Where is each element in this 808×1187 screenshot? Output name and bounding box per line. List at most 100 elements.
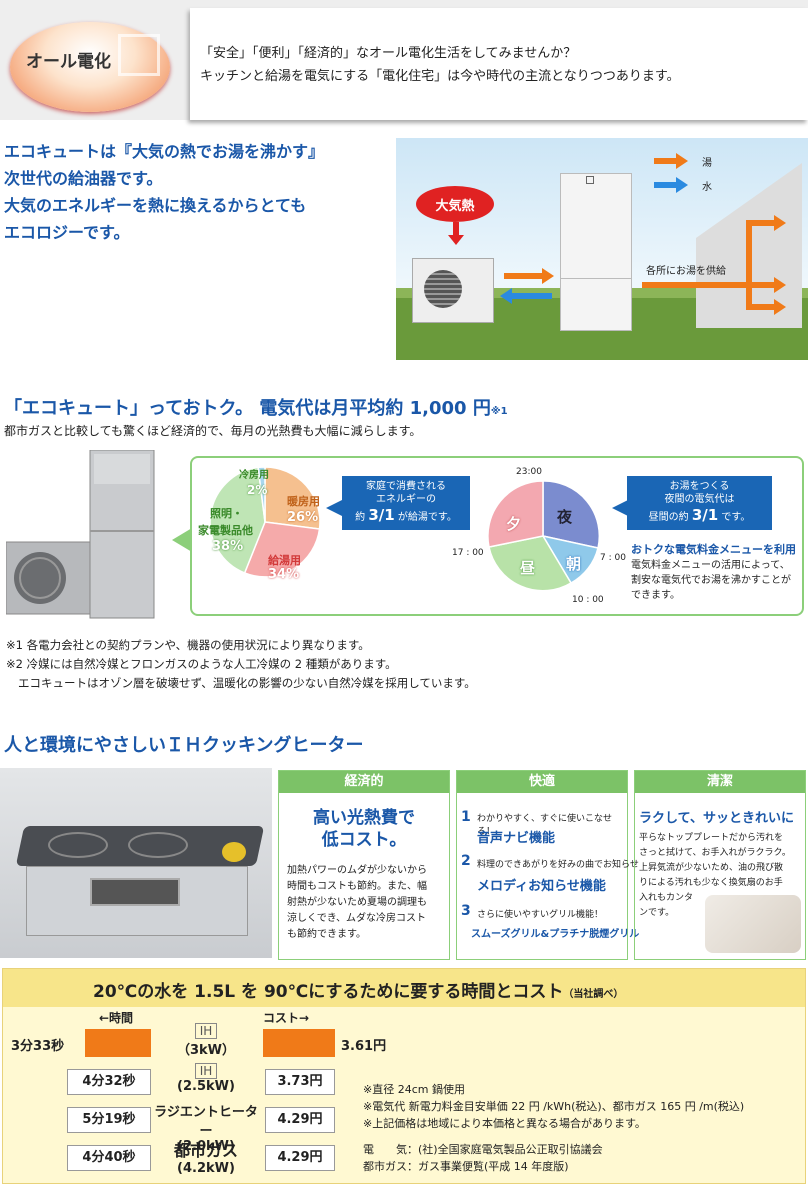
comfort-big-2: メロディお知らせ機能 [477,879,606,894]
row2-time: 4分32秒 [67,1069,151,1095]
box1-prefix: 約 [355,512,366,523]
cost-title-bar [3,969,805,1007]
clean-body-1: 平らなトッププレートだから汚れを [639,833,784,843]
comfort-num-1: 1 [461,809,471,825]
clock-label-0700: 7 : 00 [600,553,626,563]
pie-slice-heating [264,466,321,530]
row2-device-name: IH [194,1063,218,1079]
pie-pct-heating: 26% [287,510,319,525]
savings-title-text: 「エコキュート」っておトク。 電気代は月平均約 1,000 円 [4,398,491,419]
box2-prefix: 昼間の約 [648,512,689,523]
row3-device: ラジエントヒーター (2.0kW) [149,1101,263,1154]
box1-line-1: 家庭で消費される [366,481,446,492]
box2-line-2: 夜間の電気代は [664,494,735,505]
header-line-2: キッチンと給湯を電気にする「電化住宅」は今や時代の主流となりつつあります。 [200,69,680,84]
cost-title-text: 20℃の水を 1.5L を 90℃にするために要する時間とコスト [93,982,564,1002]
box2-line-1: お湯をつくる [669,481,730,492]
ih-feature-economy: 経済的 高い光熱費で 低コスト。 加熱パワーのムダが少ないから 時間もコストも節… [278,770,450,960]
tank-indicator-icon [586,176,594,184]
cost-note-2: ※電気代 新電力料金目安単価 22 円 /kWh(税込)、都市ガス 165 円 … [363,1100,745,1113]
box2-suffix: です。 [721,512,751,523]
supply-arrow-head-2-icon [774,277,786,293]
row1-time-bar [85,1029,151,1057]
pie-pct-hotwater: 34% [268,567,300,582]
cost-title-note: （当社調べ） [563,989,624,1000]
cost-title: 20℃の水を 1.5L を 90℃にするために要する時間とコスト（当社調べ） [93,977,623,1002]
box2-fraction: 3/1 [691,506,719,524]
clock-label-2300: 23:00 [516,467,542,477]
pie-slice-lighting [209,466,266,574]
savings-info-panel [172,456,804,616]
pie-label-cooling: 冷房用 [239,470,269,481]
clock-label-1700: 17 : 00 [452,548,484,558]
eco-line-1: エコキュートは『大気の熱でお湯を沸かす』 [4,142,325,161]
clean-body: 平らなトッププレートだから汚れを さっと拭けて、お手入れがラクラク。 上昇気流が… [639,831,791,921]
blue-pipe-arrow [512,293,552,299]
pie-slice-cooling [257,466,266,523]
footnote-1: ※1 各電力会社との契約プランや、機器の使用状況により異なります。 [6,638,370,652]
supply-pipe [642,282,776,288]
ecocute-product-photo [6,450,155,619]
row1-cost: 3.61円 [341,1039,387,1054]
legend-hot-arrow-head-icon [676,153,688,169]
legend-hot-label: 湯 [702,158,712,169]
eco-line-2: 次世代の給油器です。 [4,169,163,188]
supply-riser [746,220,752,308]
comfort-big-3: スムーズグリル&プラチナ脱煙グリル [471,929,640,940]
atmospheric-heat-bubble: 大気熱 [416,186,494,222]
clean-headline: ラクして、サッときれいに [639,811,794,826]
pie-label-lighting-2: 家電製品他 [198,524,253,537]
heat-arrow-shaft [453,222,459,236]
supply-arrow-head-1-icon [774,215,786,231]
badge-label: オール電化 [26,52,111,72]
grill-window [90,878,180,906]
comfort-small-3: さらに使いやすいグリル機能！ [477,910,604,920]
row1-device-power: （3kW） [176,1043,236,1058]
box2-line-3: 昼間の約 3/1 です。 [633,506,766,526]
comfort-num-2: 2 [461,853,471,869]
economy-body-2: 時間もコストも節約。また、幅 [287,881,427,892]
ih-feature-clean: 清潔 ラクして、サッときれいに 平らなトッププレートだから汚れを さっと拭けて、… [634,770,806,960]
box1-pointer [326,500,342,516]
pie-pct-cooling: 2% [247,483,268,497]
rate-menu-body: 電気料金メニューの活用によって、 割安な電気代でお湯を沸かすことが できます。 [631,558,791,603]
comfort-small-1: わかりやすく、すぐに使いこなせる！ [477,814,613,837]
pie-label-heating: 暖房用 [287,495,320,508]
pie-slice-hotwater [243,521,321,578]
box1-line-3: 約 3/1 が給湯です。 [348,506,464,526]
cost-comparison-panel: 20℃の水を 1.5L を 90℃にするために要する時間とコスト（当社調べ） ←… [2,968,806,1184]
clock-evening-label: 夕 [506,515,522,533]
cost-axis-label: コスト→ [263,1011,310,1025]
ih-section-title: 人と環境にやさしいＩＨクッキングヒーター [4,735,364,756]
comfort-num-3: 3 [461,903,471,919]
energy-usage-pie-chart [209,466,321,578]
box1-fraction: 3/1 [368,506,395,524]
supply-label: 各所にお湯を供給 [646,266,726,277]
clock-day-label: 昼 [520,559,536,577]
cost-source-2: 都市ガス：ガス事業便覧(平成 14 年度版) [363,1160,569,1173]
row4-device-power: (4.2kW) [177,1161,235,1176]
wiping-hand-photo [705,895,801,953]
row3-device-power: (2.0kW) [177,1139,235,1154]
row4-device: 都市ガス (4.2kW) [161,1137,251,1176]
row1-device-name: IH [194,1023,218,1039]
heat-arrow-head-icon [448,235,464,245]
pie-label-hotwater: 給湯用 [268,554,301,567]
cost-source-1: 電 気：(社)全国家庭電気製品公正取引協議会 [363,1143,603,1156]
row4-device-name: 都市ガス [173,1141,238,1160]
clean-body-6: ンです。 [639,908,675,918]
rate-menu-line-1: 電気料金メニューの活用によって、 [631,560,790,571]
clock-slice-evening [487,480,544,548]
supply-branch-bottom [746,304,776,310]
row4-time: 4分40秒 [67,1145,151,1171]
tank-divider [560,278,632,279]
row2-device-power: (2.5kW) [177,1079,235,1094]
time-axis-label: ←時間 [99,1011,134,1025]
footnote-2: ※2 冷媒には自然冷媒とフロンガスのような人工冷媒の 2 種類があります。 [6,657,397,671]
row3-cost: 4.29円 [265,1107,335,1133]
night-rate-box: お湯をつくる 夜間の電気代は 昼間の約 3/1 です。 [627,476,772,530]
vegetable-decor [222,842,246,862]
ecocute-illustration: 大気熱 湯 水 各所にお湯を供給 [396,138,808,360]
orange-arrow-head-icon [542,268,554,284]
economy-headline: 高い光熱費で 低コスト。 [279,807,449,851]
